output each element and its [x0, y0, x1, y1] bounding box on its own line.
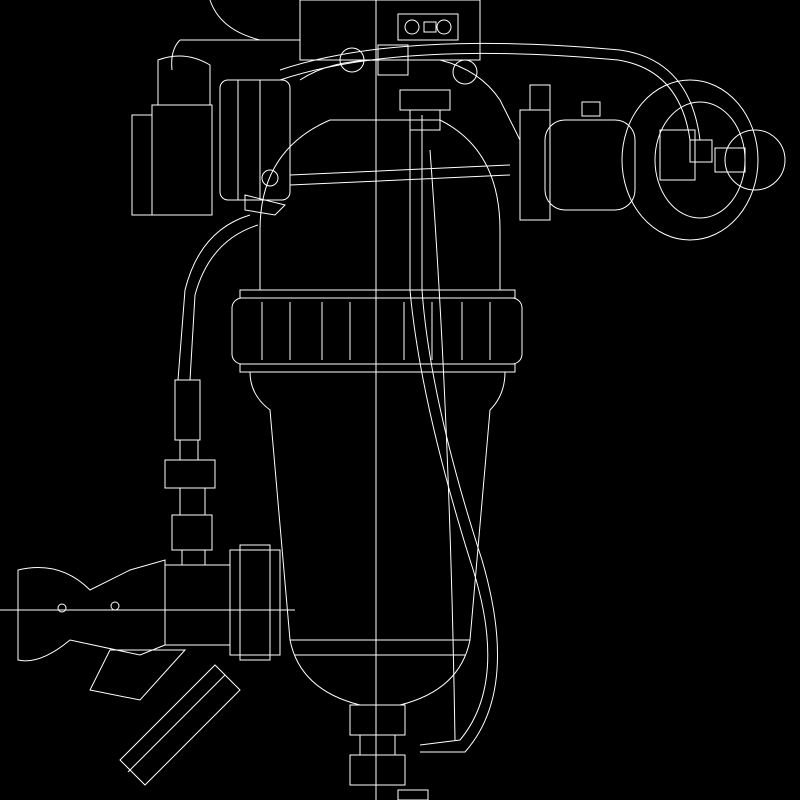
y-strainer [17, 544, 281, 786]
tubing [177, 42, 701, 753]
left-inlet [131, 55, 291, 216]
hose-fittings [164, 379, 216, 565]
clamp-ring [231, 289, 523, 373]
filter-bowl [249, 371, 506, 800]
right-actuator [519, 79, 786, 241]
